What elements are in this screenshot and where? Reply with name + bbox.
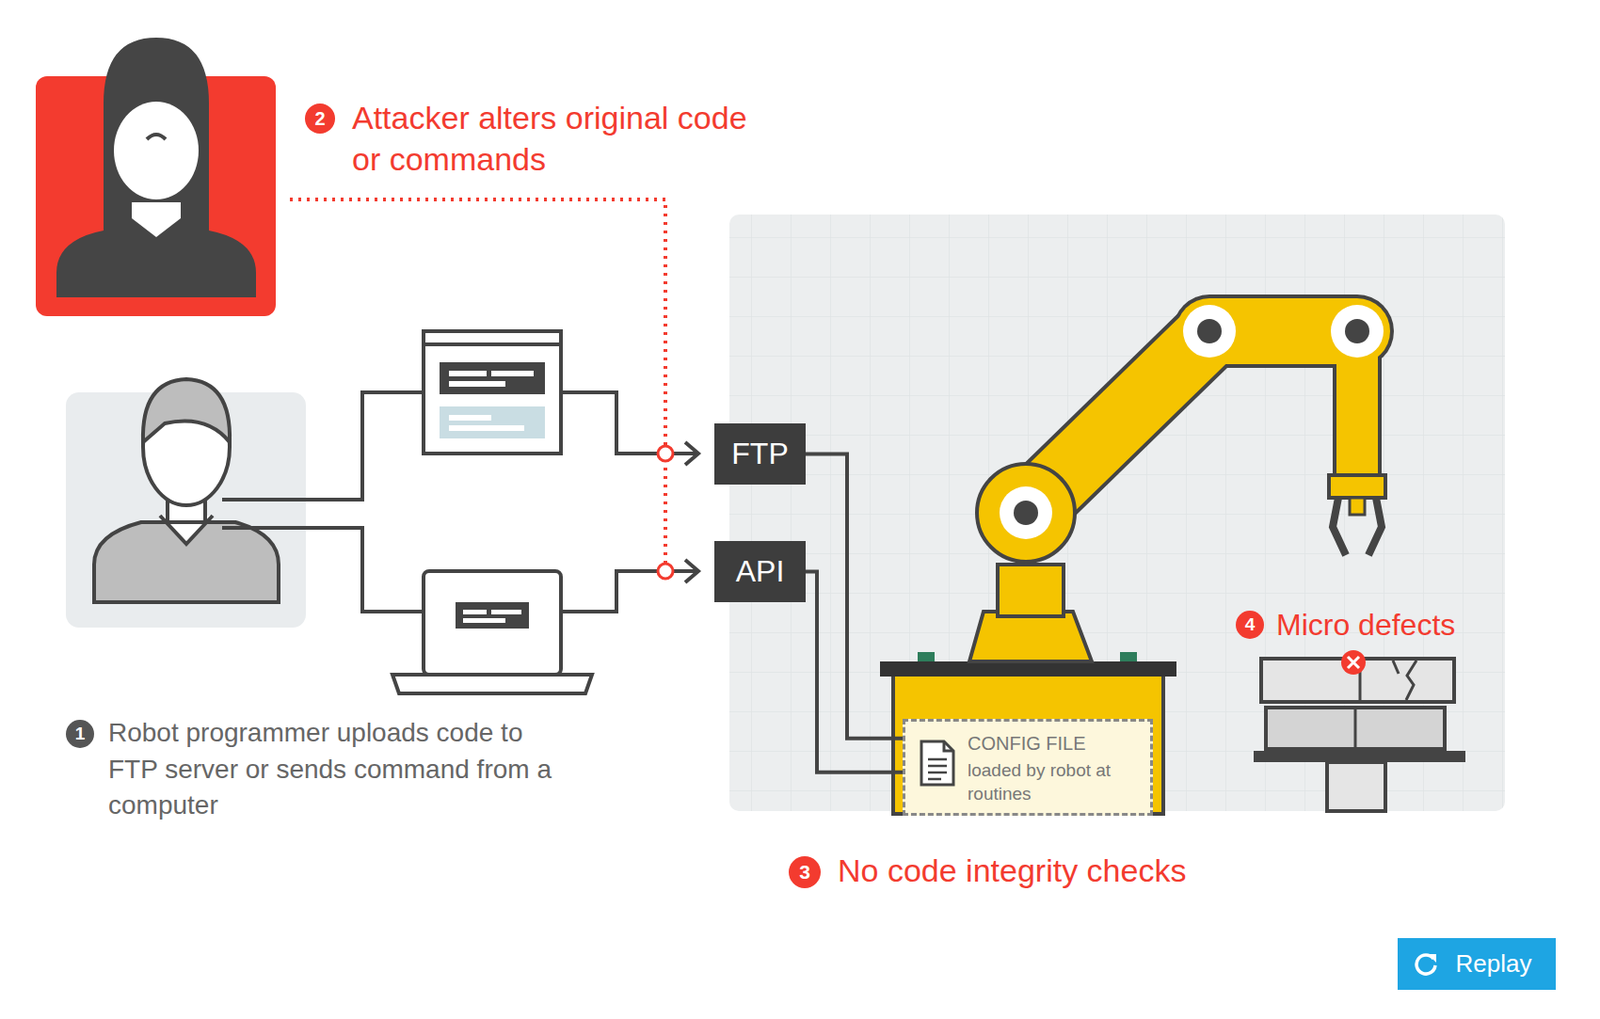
attacker-icon xyxy=(131,202,181,238)
robot-arm xyxy=(999,486,1053,540)
file-icon xyxy=(921,741,954,785)
workpiece-blocks xyxy=(1347,656,1360,669)
node-label: FTP xyxy=(731,436,788,472)
wire xyxy=(560,571,697,612)
node-label: Replay xyxy=(1456,949,1533,979)
replay-icon xyxy=(1412,950,1440,977)
file-title: CONFIG FILE xyxy=(967,731,1141,756)
programmer-icon xyxy=(65,379,306,628)
code-window-icon xyxy=(439,362,545,395)
attack-path xyxy=(289,199,666,572)
laptop-icon xyxy=(463,618,506,624)
robot-arm xyxy=(1344,319,1370,344)
robot-arm xyxy=(1368,497,1382,556)
connector-line xyxy=(805,572,903,773)
attack-path xyxy=(657,446,673,462)
robot-arm xyxy=(1183,304,1236,358)
robot-arm xyxy=(997,564,1064,617)
code-window-icon xyxy=(423,331,561,454)
wire xyxy=(685,442,699,465)
attacker-icon xyxy=(113,101,199,200)
attacker-icon xyxy=(56,37,256,298)
robot-arm xyxy=(1013,500,1039,526)
attack-path xyxy=(657,563,673,579)
wire xyxy=(685,560,699,583)
callout-number: 4 xyxy=(1235,610,1264,640)
protocol-box: API xyxy=(714,541,806,603)
code-window-icon xyxy=(491,370,534,377)
callout-text: Robot programmer uploads code to FTP ser… xyxy=(108,715,570,825)
callout-number: 1 xyxy=(65,720,95,749)
laptop-icon xyxy=(455,602,529,629)
code-window-icon xyxy=(423,331,561,454)
code-window-icon xyxy=(448,370,487,377)
laptop-icon xyxy=(463,609,487,615)
callout-text: Attacker alters original code or command… xyxy=(352,96,757,180)
wire xyxy=(560,392,697,454)
code-window-icon xyxy=(448,381,506,387)
laptop-icon xyxy=(392,571,592,694)
callout-text: Micro defects xyxy=(1276,606,1503,646)
workpiece-blocks xyxy=(1253,650,1466,812)
programmer-icon xyxy=(143,379,230,443)
file-icon xyxy=(918,738,957,788)
attack-path xyxy=(289,199,673,579)
workpiece-blocks xyxy=(1341,650,1366,675)
connector xyxy=(805,454,903,739)
callout-number: 3 xyxy=(788,856,821,889)
wire xyxy=(222,392,424,500)
callout-text: No code integrity checks xyxy=(837,849,1309,892)
replay-button: Replay xyxy=(1397,938,1556,991)
file-icon xyxy=(928,759,947,780)
laptop-icon xyxy=(423,571,561,675)
workpiece-blocks xyxy=(1265,707,1445,750)
attacker-icon xyxy=(35,37,276,317)
robot-arm xyxy=(1330,304,1384,358)
robot-arm xyxy=(976,464,1075,562)
robot-arm xyxy=(917,652,935,662)
robot-arm xyxy=(1332,497,1346,556)
laptop-icon xyxy=(491,609,522,615)
protocol-box: FTP xyxy=(714,423,806,485)
connector xyxy=(805,572,903,773)
robot-arm xyxy=(1197,319,1222,344)
node-label: API xyxy=(736,554,785,590)
laptop-icon xyxy=(392,674,592,694)
callout-number: 2 xyxy=(304,103,336,134)
replay-icon xyxy=(1427,954,1437,963)
connector-line xyxy=(805,454,903,739)
code-window-icon xyxy=(448,425,525,432)
robot-arm xyxy=(1025,331,1358,513)
file-note: loaded by robot at routines xyxy=(967,759,1141,806)
code-window-icon xyxy=(439,406,545,439)
wire xyxy=(222,528,424,612)
robot-arm xyxy=(1328,475,1386,498)
robot-arm xyxy=(1349,497,1365,515)
robot-arm xyxy=(1120,652,1137,662)
code-window-icon xyxy=(448,415,492,421)
robot-arm xyxy=(880,661,1177,677)
attacker-icon xyxy=(146,134,166,140)
file-icon xyxy=(944,741,954,752)
workpiece-blocks xyxy=(1392,660,1399,674)
config-file-box: CONFIG FILE loaded by robot at routines xyxy=(902,719,1153,816)
code-window-icon xyxy=(423,342,561,347)
workpiece-blocks xyxy=(1406,660,1417,701)
workpiece-blocks xyxy=(1354,707,1358,750)
robot-arm xyxy=(969,611,1092,662)
workpiece-blocks xyxy=(1327,762,1386,812)
